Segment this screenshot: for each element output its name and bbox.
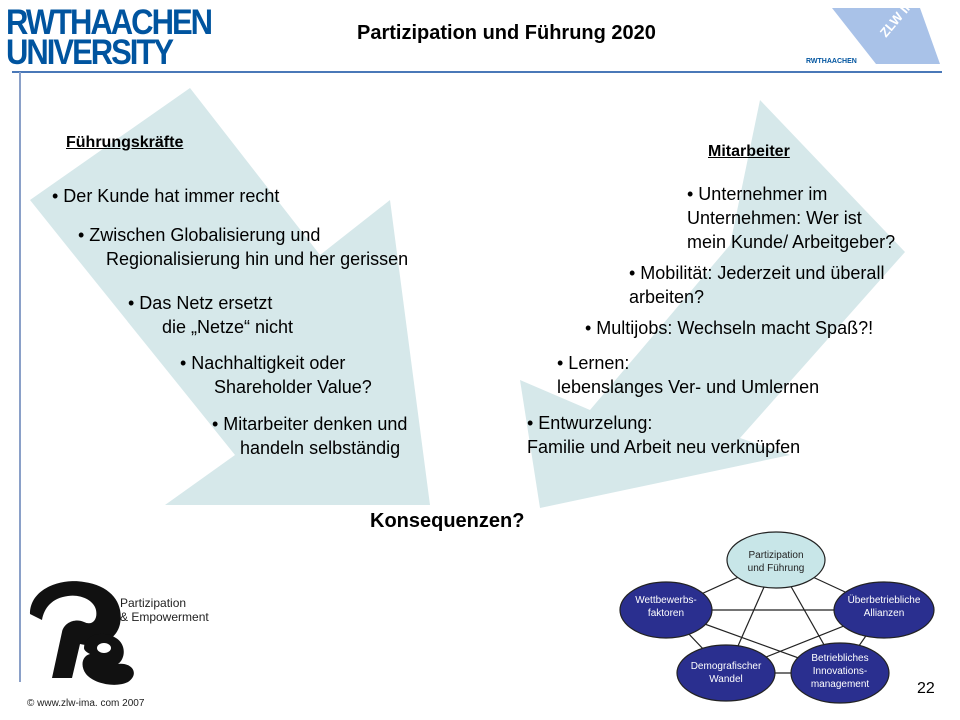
node-1-line2: und Führung	[748, 563, 805, 574]
right-item-2-line2: arbeiten?	[629, 287, 705, 307]
node-5-line1: Betriebliches	[811, 653, 868, 664]
right-item-4: • Lernen: lebenslanges Ver- und Umlernen	[557, 351, 819, 399]
left-item-4: • Nachhaltigkeit oder Shareholder Value?	[180, 351, 372, 399]
right-item-1-line2: Unternehmen: Wer ist	[687, 208, 862, 228]
right-item-2-line1: • Mobilität: Jederzeit und überall	[629, 263, 885, 283]
left-item-2-line1: • Zwischen Globalisierung und	[78, 225, 321, 245]
right-item-4-line1: • Lernen:	[557, 353, 630, 373]
left-item-1-line1: • Der Kunde hat immer recht	[52, 186, 280, 206]
diagram-node-wettbewerbsfaktoren[interactable]: Wettbewerbs- faktoren	[619, 581, 713, 639]
node-4-line1: Demografischer	[691, 661, 762, 672]
right-item-4-line2: lebenslanges Ver- und Umlernen	[557, 377, 820, 397]
diagram-node-innovation[interactable]: Betriebliches Innovations- management	[790, 642, 890, 704]
right-item-5-line1: • Entwurzelung:	[527, 413, 653, 433]
left-item-5-line1: • Mitarbeiter denken und	[212, 414, 408, 434]
rwth-logo[interactable]: RWTHAACHEN UNIVERSITY	[6, 2, 258, 72]
left-item-1: • Der Kunde hat immer recht	[52, 184, 279, 208]
node-1-line1: Partizipation	[748, 550, 803, 561]
header-divider	[12, 71, 942, 73]
rwth-logo-line2: UNIVERSITY	[6, 32, 174, 73]
pe-logo-line1: Partizipation	[120, 596, 187, 610]
node-4-line2: Wandel	[709, 674, 743, 685]
right-item-5-line2: Familie und Arbeit neu verknüpfen	[527, 437, 801, 457]
diagram-node-demografie[interactable]: Demografischer Wandel	[676, 644, 776, 702]
left-item-5-line2: handeln selbständig	[240, 438, 401, 458]
left-item-2-line2: Regionalisierung hin und her gerissen	[106, 249, 409, 269]
page-number: 22	[917, 680, 935, 697]
copyright-text: © www.zlw-ima. com 2007	[27, 698, 145, 709]
pe-logo: Partizipation & Empowerment	[24, 578, 214, 688]
right-item-3: • Multijobs: Wechseln macht Spaß?!	[585, 316, 873, 340]
right-item-1: • Unternehmer im Unternehmen: Wer ist me…	[687, 182, 895, 254]
left-item-4-line1: • Nachhaltigkeit oder	[180, 353, 346, 373]
left-item-2: • Zwischen Globalisierung und Regionalis…	[78, 223, 408, 271]
konsequenzen-heading: Konsequenzen?	[370, 510, 525, 532]
node-3-line2: Allianzen	[864, 608, 905, 619]
right-heading: Mitarbeiter	[708, 143, 790, 160]
pe-logo-line2: & Empowerment	[120, 610, 209, 624]
left-item-3-line1: • Das Netz ersetzt	[128, 293, 273, 313]
page-title: Partizipation und Führung 2020	[357, 22, 656, 44]
left-item-3: • Das Netz ersetzt die „Netze“ nicht	[128, 291, 293, 339]
node-2-line2: faktoren	[648, 608, 684, 619]
diagram-node-allianzen[interactable]: Überbetriebliche Allianzen	[833, 581, 935, 639]
zlw-logo-diamond	[832, 8, 940, 64]
right-item-2: • Mobilität: Jederzeit und überall arbei…	[629, 261, 884, 309]
right-arrow-shape	[520, 100, 905, 508]
pe-logo-icon	[30, 581, 134, 685]
left-item-5: • Mitarbeiter denken und handeln selbstä…	[212, 412, 407, 460]
node-2-line1: Wettbewerbs-	[635, 595, 697, 606]
zlw-ima-logo[interactable]: ZLW IMA RWTHAACHEN	[800, 4, 945, 70]
right-item-3-line1: • Multijobs: Wechseln macht Spaß?!	[585, 318, 874, 338]
right-item-5: • Entwurzelung: Familie und Arbeit neu v…	[527, 411, 800, 459]
node-3-line1: Überbetriebliche	[848, 594, 921, 606]
right-item-1-line3: mein Kunde/ Arbeitgeber?	[687, 232, 896, 252]
left-item-4-line2: Shareholder Value?	[214, 377, 372, 397]
left-heading: Führungskräfte	[66, 134, 184, 151]
left-arrow-shape	[30, 88, 430, 505]
node-5-line3: management	[811, 679, 870, 690]
side-divider	[19, 72, 21, 682]
node-5-line2: Innovations-	[813, 666, 867, 677]
right-item-1-line1: • Unternehmer im	[687, 184, 828, 204]
network-diagram: Partizipation und Führung Wettbewerbs- f…	[619, 531, 935, 704]
zlw-logo-sub: RWTHAACHEN	[806, 58, 857, 65]
rwth-logo-line1: RWTHAACHEN	[6, 2, 213, 43]
left-item-3-line2: die „Netze“ nicht	[162, 317, 294, 337]
diagram-node-partizipation[interactable]: Partizipation und Führung	[726, 531, 826, 589]
